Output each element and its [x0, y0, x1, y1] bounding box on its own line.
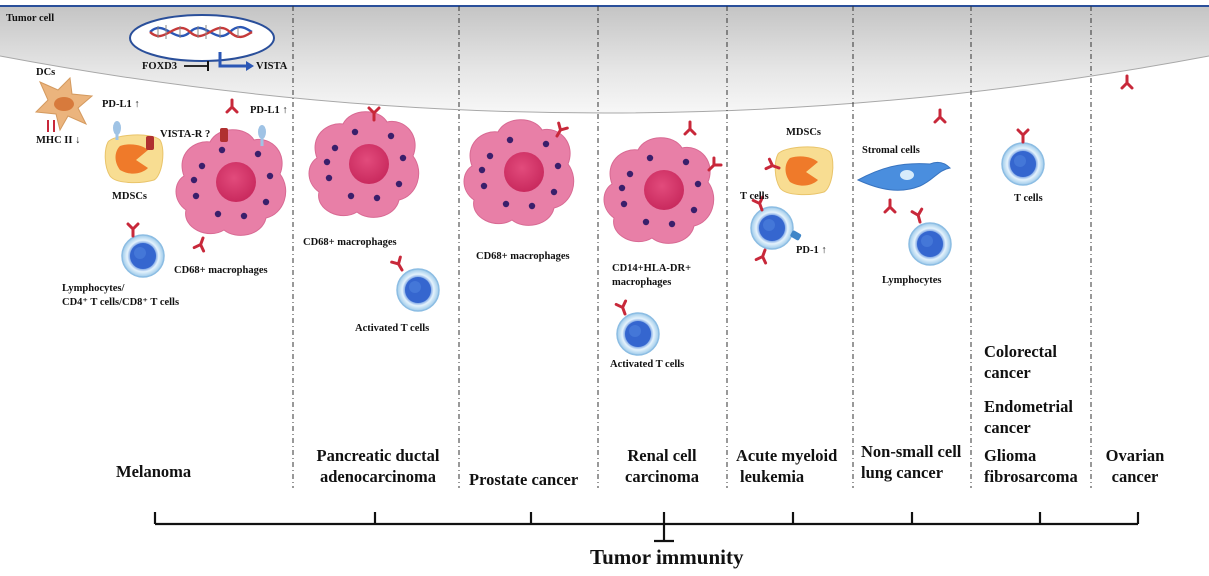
- aml-line2: leukemia: [740, 466, 805, 486]
- receptor-membrane-3: [933, 108, 947, 124]
- tcell-pancreatic-icon: [396, 268, 440, 312]
- receptor-mac-1: [192, 234, 210, 253]
- pdl1-right-label: PD-L1 ↑: [250, 105, 288, 116]
- pd1-label: PD-1 ↑: [796, 245, 827, 256]
- colorectal-line1: Colorectal: [984, 342, 1058, 361]
- nsclc-line1: Non-small cell: [861, 442, 962, 461]
- aml-line1: Acute myeloid: [736, 446, 838, 465]
- axis-label: Tumor immunity: [590, 545, 744, 569]
- dendritic-cell-icon: [34, 76, 94, 132]
- receptor-tcell-6: [910, 207, 927, 225]
- cd68-pancreatic-label: CD68+ macrophages: [303, 237, 397, 248]
- nsclc-label: Non-small cell lung cancer: [861, 442, 961, 483]
- tcells-crc-label: T cells: [1014, 193, 1043, 204]
- receptor-tcell-3: [614, 299, 632, 318]
- tumor-cell-label: Tumor cell: [6, 13, 55, 24]
- vista-promoter-arrow: [218, 52, 248, 68]
- pdl1-icon: [113, 121, 121, 140]
- receptor-membrane-4: [1120, 74, 1134, 90]
- cd14-line1-label: CD14+HLA-DR+: [612, 263, 692, 274]
- mdscs-aml-label: MDSCs: [786, 127, 822, 138]
- tumor-cell-membrane: [0, 6, 1209, 113]
- ovarian-label: Ovarian cancer: [1098, 446, 1172, 487]
- renal-line2: carcinoma: [625, 466, 699, 486]
- receptor-tcell-2: [390, 255, 408, 274]
- pdl1-macrophage-icon: [258, 125, 266, 146]
- pdl1-left-label: PD-L1 ↑: [102, 99, 140, 110]
- mhc-label: MHC II ↓: [36, 135, 81, 146]
- vista-label: VISTA: [256, 61, 288, 72]
- mdscs-melanoma-label: MDSCs: [112, 191, 148, 202]
- nsclc-line2: lung cancer: [861, 462, 944, 482]
- glioma-line1: Glioma: [984, 446, 1037, 465]
- ovarian-line2: cancer: [1111, 466, 1159, 486]
- stromal-cell-icon: [856, 161, 952, 191]
- macrophage-melanoma-icon: [175, 129, 287, 236]
- aml-label: Acute myeloid leukemia: [736, 446, 837, 487]
- prostate-label: Prostate cancer: [469, 470, 579, 489]
- activated-pancreatic-label: Activated T cells: [355, 323, 430, 334]
- tcell-aml-icon: [750, 206, 794, 250]
- tcell-nsclc-icon: [908, 222, 952, 266]
- colorectal-label: Colorectal cancer: [984, 342, 1057, 383]
- cd68-prostate-label: CD68+ macrophages: [476, 251, 570, 262]
- pancreatic-line2: adenocarcinoma: [319, 466, 437, 486]
- pancreatic-label: Pancreatic ductal adenocarcinoma: [306, 446, 450, 487]
- pancreatic-line1: Pancreatic ductal: [316, 446, 440, 465]
- lymph-line1-label: Lymphocytes/: [62, 283, 125, 294]
- cd14-line2-label: macrophages: [612, 277, 672, 288]
- tcells-aml-label: T cells: [740, 191, 769, 202]
- tcell-renal-icon: [616, 312, 660, 356]
- vista-r-label: VISTA-R ?: [160, 129, 211, 140]
- dna-oval: [129, 14, 275, 62]
- foxd3-label: FOXD3: [142, 61, 177, 72]
- receptor-membrane-1: [225, 98, 239, 114]
- endometrial-label: Endometrial cancer: [984, 397, 1073, 438]
- section-dividers: [292, 6, 1092, 488]
- lymph-line2-label: CD4⁺ T cells/CD8⁺ T cells: [62, 297, 180, 308]
- membrane-edge: [0, 55, 1209, 114]
- endometrial-line1: Endometrial: [984, 397, 1073, 416]
- renal-label: Renal cell carcinoma: [610, 446, 714, 487]
- vista-arrow-head: [246, 61, 254, 71]
- activated-renal-label: Activated T cells: [610, 359, 685, 370]
- glioma-line2: fibrosarcoma: [984, 466, 1078, 486]
- mdsc-melanoma-icon: [104, 134, 164, 184]
- cd68-melanoma-label: CD68+ macrophages: [174, 265, 268, 276]
- dna-helix-icon: [149, 25, 253, 39]
- colorectal-line2: cancer: [984, 362, 1031, 382]
- tcell-crc-icon: [1001, 142, 1045, 186]
- mdsc-aml-icon: [774, 146, 834, 196]
- vista-r-macrophage-icon: [220, 128, 228, 142]
- lymphocytes-nsclc-label: Lymphocytes: [882, 275, 942, 286]
- stromal-label: Stromal cells: [862, 145, 920, 156]
- receptor-tcell-5: [754, 246, 772, 265]
- macrophage-pancreatic-icon: [308, 111, 420, 218]
- receptor-tcell-7: [1016, 128, 1030, 144]
- receptor-tcell-1: [126, 222, 140, 238]
- macrophage-renal-icon: [603, 137, 715, 244]
- dcs-label: DCs: [36, 67, 56, 78]
- melanoma-label: Melanoma: [116, 462, 192, 481]
- glioma-label: Glioma fibrosarcoma: [984, 446, 1078, 487]
- receptor-membrane-2: [683, 120, 697, 136]
- renal-line1: Renal cell: [627, 446, 697, 465]
- receptor-stromal: [883, 198, 897, 214]
- endometrial-line2: cancer: [984, 417, 1031, 437]
- tumor-immunity-axis: [153, 512, 1140, 543]
- ovarian-line1: Ovarian: [1105, 446, 1165, 465]
- pd1-icon: [790, 230, 802, 241]
- vista-r-icon: [146, 136, 154, 150]
- tcell-melanoma-icon: [121, 234, 165, 278]
